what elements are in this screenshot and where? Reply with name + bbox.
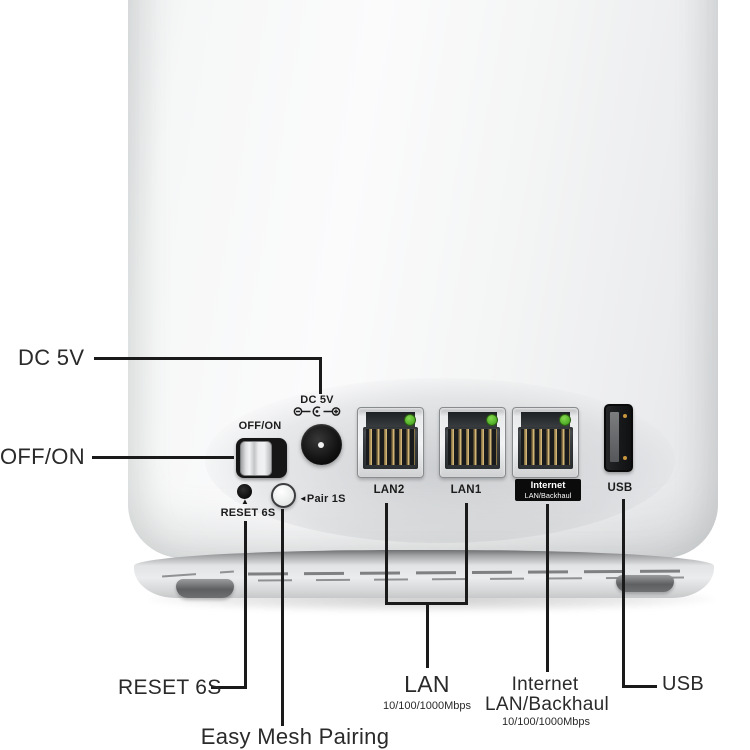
callout-label-lan-speed: 10/100/1000Mbps bbox=[382, 700, 472, 712]
callout-label-internet-line2: LAN/Backhaul bbox=[484, 694, 610, 715]
lan2-link-led-icon bbox=[404, 414, 416, 426]
internet-port-slot bbox=[521, 412, 570, 428]
usb-port-tongue bbox=[610, 412, 619, 462]
callout-line-internet bbox=[546, 504, 549, 672]
lan1-link-led-icon bbox=[486, 414, 498, 426]
usb-port bbox=[604, 404, 633, 472]
reset-button-label: RESET 6S bbox=[220, 507, 276, 519]
lan1-port-pins bbox=[448, 428, 497, 465]
callout-line-lan2 bbox=[385, 503, 388, 605]
callout-line-lan1 bbox=[465, 503, 468, 605]
callout-line-usb bbox=[622, 499, 625, 688]
callout-line-pair bbox=[281, 509, 284, 726]
callout-line-dc5v bbox=[319, 357, 322, 394]
callout-label-offon: OFF/ON bbox=[0, 444, 85, 469]
callout-line-reset bbox=[211, 686, 247, 689]
callout-label-usb: USB bbox=[662, 673, 705, 695]
reset-button bbox=[237, 484, 252, 499]
lan1-port-label: LAN1 bbox=[450, 484, 482, 496]
device-foot-left bbox=[176, 579, 234, 598]
callout-line-offon bbox=[92, 456, 234, 459]
reset-arrow-icon: ▲ bbox=[241, 497, 249, 506]
callout-label-internet-line1: Internet bbox=[511, 674, 579, 695]
device-foot-right bbox=[616, 575, 674, 592]
lan2-port bbox=[357, 407, 424, 478]
dc-port-label: DC 5V bbox=[300, 394, 334, 406]
lan2-port-slot bbox=[366, 412, 415, 428]
power-switch bbox=[236, 438, 287, 478]
callout-label-dc5v: DC 5V bbox=[18, 345, 85, 370]
usb-port-contact bbox=[623, 414, 627, 418]
pair-button bbox=[271, 483, 296, 508]
callout-label-lan: LAN bbox=[404, 671, 450, 697]
callout-line-dc5v bbox=[94, 357, 322, 360]
callout-line-lan bbox=[426, 602, 429, 668]
internet-port-badge: Internet LAN/Backhaul bbox=[515, 479, 581, 501]
callout-label-reset: RESET 6S bbox=[118, 676, 222, 699]
internet-badge-line2: LAN/Backhaul bbox=[524, 490, 572, 500]
power-switch-label: OFF/ON bbox=[238, 420, 282, 432]
lan2-port-pins bbox=[366, 428, 415, 465]
callout-label-easy-mesh: Easy Mesh Pairing bbox=[200, 724, 390, 749]
usb-port-label: USB bbox=[607, 482, 633, 494]
dc-polarity-icon bbox=[293, 405, 341, 423]
internet-badge-line1: Internet bbox=[530, 480, 566, 491]
usb-port-contact bbox=[623, 456, 627, 460]
pair-button-label: Pair 1S bbox=[306, 493, 346, 505]
dc-power-jack bbox=[301, 424, 342, 465]
callout-line-reset bbox=[244, 521, 247, 689]
callout-line-usb bbox=[622, 685, 657, 688]
lan2-port-label: LAN2 bbox=[373, 484, 405, 496]
power-switch-knob bbox=[240, 441, 272, 476]
pair-arrow-icon: ◄ bbox=[299, 494, 307, 503]
callout-label-internet-speed: 10/100/1000Mbps bbox=[501, 716, 591, 728]
lan1-port bbox=[439, 407, 506, 478]
internet-port bbox=[512, 407, 579, 478]
internet-link-led-icon bbox=[559, 414, 571, 426]
internet-port-pins bbox=[521, 428, 570, 465]
lan1-port-slot bbox=[448, 412, 497, 428]
pair-button-label-group: ◄Pair 1S bbox=[299, 489, 346, 507]
